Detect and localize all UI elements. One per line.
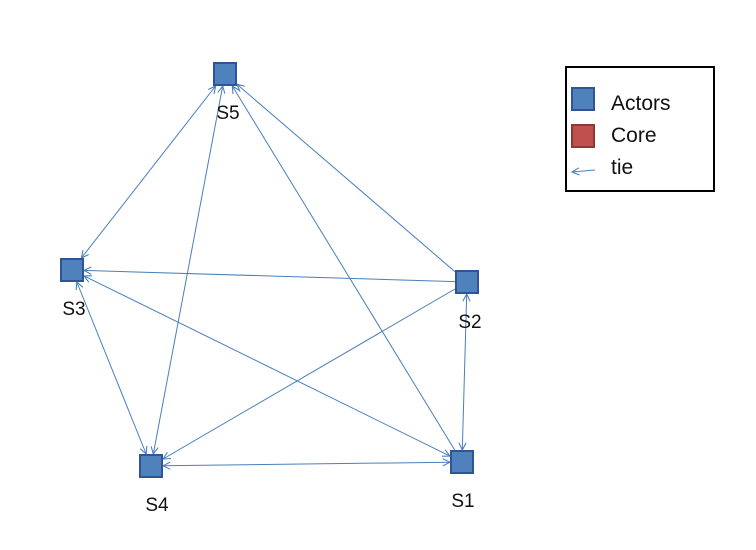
legend-tie-label: tie	[611, 156, 633, 179]
tie-s5-s4	[153, 86, 222, 454]
legend-tie-arrow-icon	[572, 170, 596, 172]
actor-node-s5: S5	[213, 62, 240, 124]
actor-square-icon	[213, 62, 237, 86]
tie-s2-s3	[84, 270, 456, 283]
tie-s2-s4	[163, 288, 456, 459]
actor-label: S5	[216, 103, 239, 124]
actor-label: S4	[145, 495, 169, 516]
tie-s4-s1	[163, 462, 450, 466]
actor-node-s4: S4	[139, 454, 169, 516]
legend-actor-icon	[571, 87, 595, 111]
tie-s1-s5	[232, 86, 456, 451]
actor-node-s1: S1	[450, 450, 475, 512]
tie-s2-s5	[237, 84, 456, 273]
tie-s3-s4	[77, 282, 146, 454]
actor-label: S1	[451, 491, 474, 512]
actor-square-icon	[455, 270, 479, 294]
legend-core-label: Core	[611, 124, 657, 147]
actor-square-icon	[139, 454, 163, 478]
legend: Actors Core tie	[565, 66, 715, 192]
actor-node-s3: S3	[60, 258, 86, 320]
actor-square-icon	[450, 450, 474, 474]
legend-core-icon	[571, 124, 595, 148]
actor-square-icon	[60, 258, 84, 282]
legend-actors-label: Actors	[611, 92, 671, 115]
tie-s1-s3	[84, 276, 450, 456]
ties-layer	[77, 84, 467, 466]
tie-s2-s1	[462, 294, 466, 450]
actor-node-s2: S2	[455, 270, 482, 333]
actor-label: S3	[62, 299, 85, 320]
actor-label: S2	[458, 312, 481, 333]
